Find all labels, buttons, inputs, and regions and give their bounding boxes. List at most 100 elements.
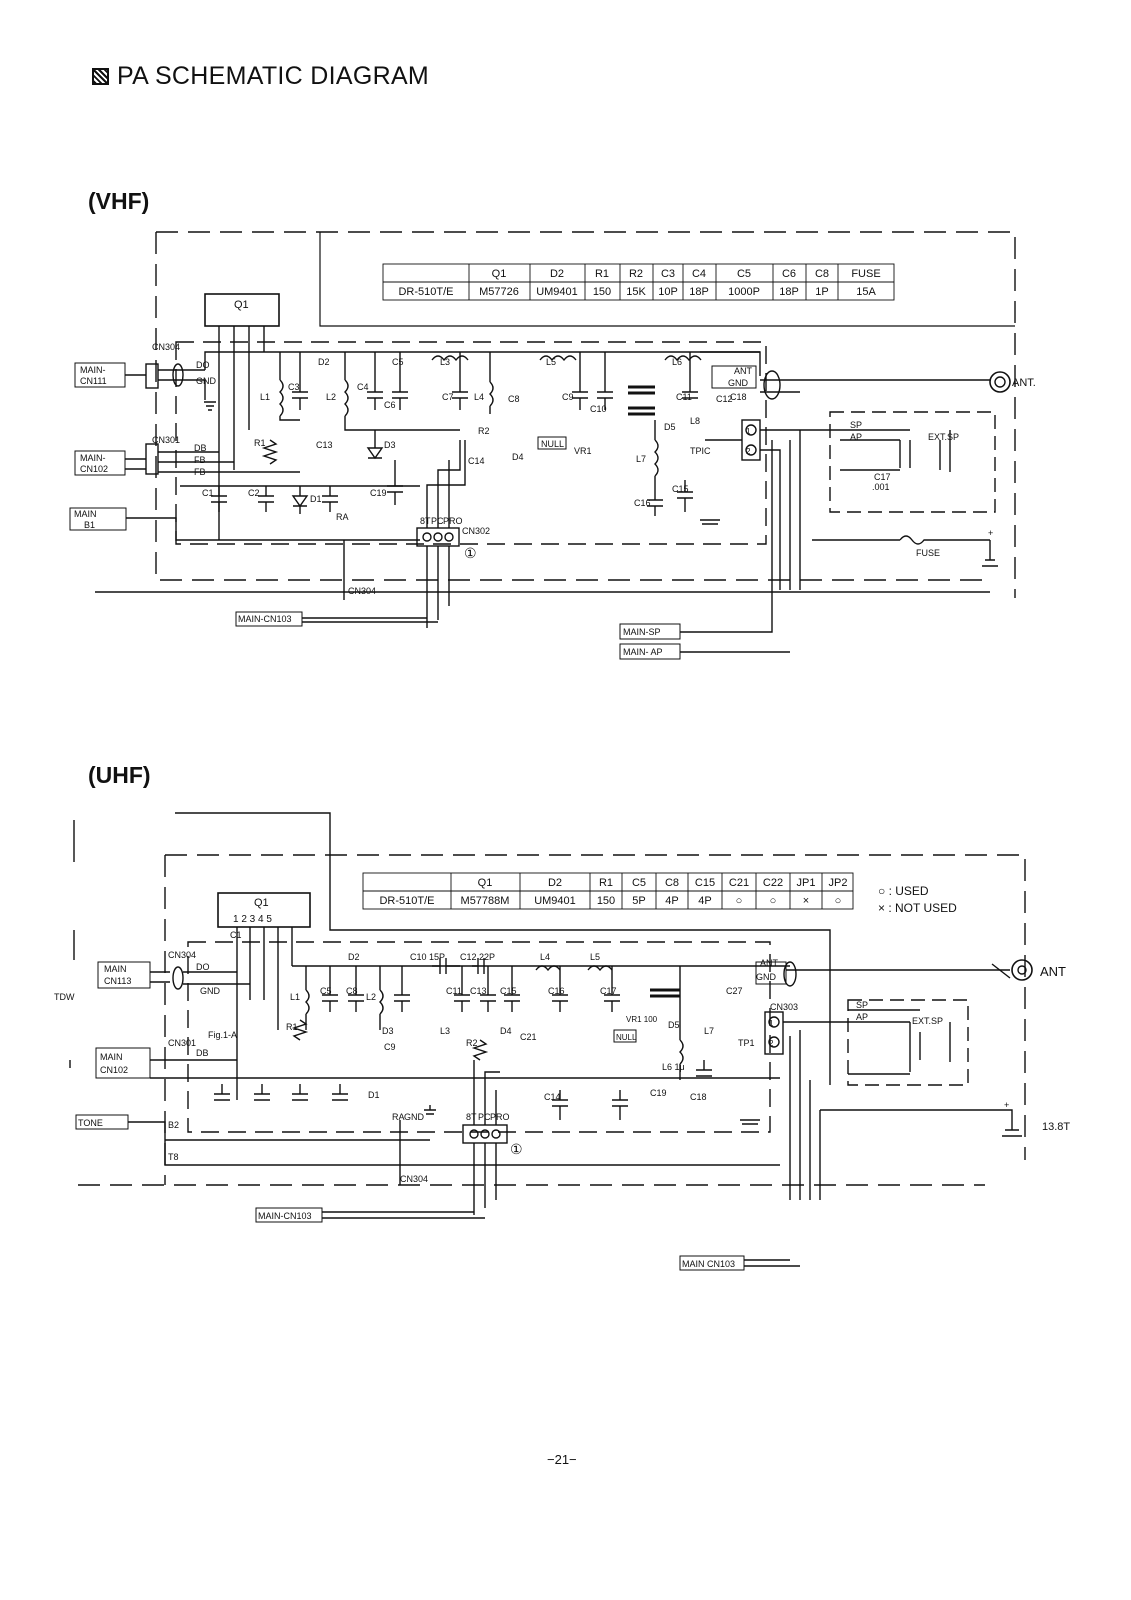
vhf-th-c4: C4: [692, 268, 706, 280]
vhf-th-c3: C3: [661, 268, 675, 280]
vhf-c16: C16: [634, 498, 651, 508]
vhf-td-c6: 18P: [779, 286, 799, 298]
vhf-main-cn111-l2: CN111: [80, 376, 107, 386]
vhf-cn304-top: CN304: [152, 342, 180, 352]
vhf-c2: C2: [248, 488, 260, 498]
title-marker-icon: [92, 68, 109, 85]
vhf-td-c4: 18P: [689, 286, 709, 298]
vhf-c17: C17: [874, 472, 891, 482]
vhf-ap: AP: [850, 432, 862, 442]
vhf-l2: L2: [326, 392, 336, 402]
vhf-ant-box: ANT: [734, 366, 753, 376]
page-title: PA SCHEMATIC DIAGRAM: [92, 62, 429, 91]
vhf-tpic: TPIC: [690, 446, 711, 456]
vhf-th-q1: Q1: [492, 268, 507, 280]
vhf-r1: R1: [254, 438, 266, 448]
vhf-vr1: VR1: [574, 446, 592, 456]
vhf-c1: C1: [202, 488, 214, 498]
vhf-d4: D4: [512, 452, 524, 462]
vhf-section-label: (VHF): [88, 188, 150, 214]
vhf-td-q1: M57726: [479, 286, 519, 298]
vhf-main-cn102-l1: MAIN-: [80, 453, 106, 463]
vhf-c10: C10: [590, 404, 607, 414]
vhf-c6: C6: [384, 400, 396, 410]
vhf-fb1: FB: [194, 455, 206, 465]
vhf-main-cn102-l2: CN102: [80, 464, 108, 474]
vhf-main-cn111-l1: MAIN-: [80, 365, 106, 375]
vhf-main-b1-l2: B1: [84, 520, 95, 530]
uhf-section-label: (UHF): [88, 762, 151, 788]
vhf-th-r2: R2: [629, 268, 643, 280]
vhf-td-fuse: 15A: [856, 286, 876, 298]
vhf-main-ap: MAIN- AP: [623, 647, 663, 657]
vhf-td-d2: UM9401: [536, 286, 578, 298]
vhf-plus: +: [988, 528, 993, 538]
vhf-c17-val: .001: [872, 482, 890, 492]
vhf-l1: L1: [260, 392, 270, 402]
vhf-th-d2: D2: [550, 268, 564, 280]
vhf-c12: C12: [716, 394, 733, 404]
vhf-cn303-2: 2: [746, 447, 751, 456]
vhf-l8: L8: [690, 416, 700, 426]
vhf-d2: D2: [318, 357, 330, 367]
vhf-cn302: CN302: [462, 526, 490, 536]
vhf-main-sp: MAIN-SP: [623, 627, 661, 637]
vhf-c7: C7: [442, 392, 454, 402]
vhf-ra: RA: [336, 512, 349, 522]
vhf-gnd-box: GND: [728, 378, 749, 388]
vhf-pro: PRO: [443, 516, 463, 526]
vhf-l5: L5: [546, 357, 556, 367]
vhf-q1-label: Q1: [234, 299, 249, 311]
vhf-td-r2: 15K: [626, 286, 646, 298]
vhf-sp: SP: [850, 420, 862, 430]
vhf-c19: C19: [370, 488, 387, 498]
vhf-l6: L6: [672, 357, 682, 367]
vhf-ext-sp: EXT.SP: [928, 432, 959, 442]
vhf-c11: C11: [676, 392, 692, 402]
vhf-c4: C4: [357, 382, 369, 392]
vhf-d1: D1: [310, 494, 322, 504]
vhf-bt: 8T: [420, 516, 431, 526]
vhf-db: DB: [194, 443, 207, 453]
vhf-parts-table: [382, 263, 895, 301]
vhf-fuse: FUSE: [916, 548, 940, 558]
vhf-null: NULL: [541, 439, 564, 449]
vhf-c8: C8: [508, 394, 520, 404]
vhf-l4: L4: [474, 392, 484, 402]
vhf-c3: C3: [288, 382, 300, 392]
vhf-pc: PC: [431, 516, 444, 526]
vhf-fb2: FB: [194, 467, 206, 477]
vhf-cn303-1: 1: [746, 427, 751, 436]
vhf-th-fuse: FUSE: [851, 268, 880, 280]
page-title-text: PA SCHEMATIC DIAGRAM: [117, 62, 430, 90]
vhf-do: DO: [196, 360, 210, 370]
page-number: −21−: [547, 1452, 577, 1467]
vhf-td-model: DR-510T/E: [398, 286, 453, 298]
vhf-td-c3: 10P: [658, 286, 678, 298]
vhf-r2: R2: [478, 426, 490, 436]
vhf-ant: ANT.: [1012, 377, 1036, 389]
vhf-c5: C5: [392, 357, 404, 367]
vhf-c18: C18: [730, 392, 747, 402]
vhf-th-c5: C5: [737, 268, 751, 280]
vhf-cn301: CN301: [152, 435, 180, 445]
vhf-td-c5: 1000P: [728, 286, 760, 298]
vhf-l3: L3: [440, 357, 450, 367]
vhf-main-b1-l1: MAIN: [74, 509, 97, 519]
vhf-gnd: GND: [196, 376, 217, 386]
vhf-cn304-bottom: CN304: [348, 586, 376, 596]
vhf-c14: C14: [468, 456, 485, 466]
vhf-d5: D5: [664, 422, 676, 432]
vhf-td-r1: 150: [593, 286, 611, 298]
vhf-c9: C9: [562, 392, 574, 402]
vhf-l7: L7: [636, 454, 646, 464]
vhf-circ1: ①: [464, 545, 477, 561]
vhf-main-cn103: MAIN-CN103: [238, 614, 292, 624]
vhf-c13: C13: [316, 440, 333, 450]
vhf-th-c8: C8: [815, 268, 829, 280]
vhf-d3: D3: [384, 440, 396, 450]
vhf-th-r1: R1: [595, 268, 609, 280]
vhf-c15: C15: [672, 484, 689, 494]
vhf-th-c6: C6: [782, 268, 796, 280]
